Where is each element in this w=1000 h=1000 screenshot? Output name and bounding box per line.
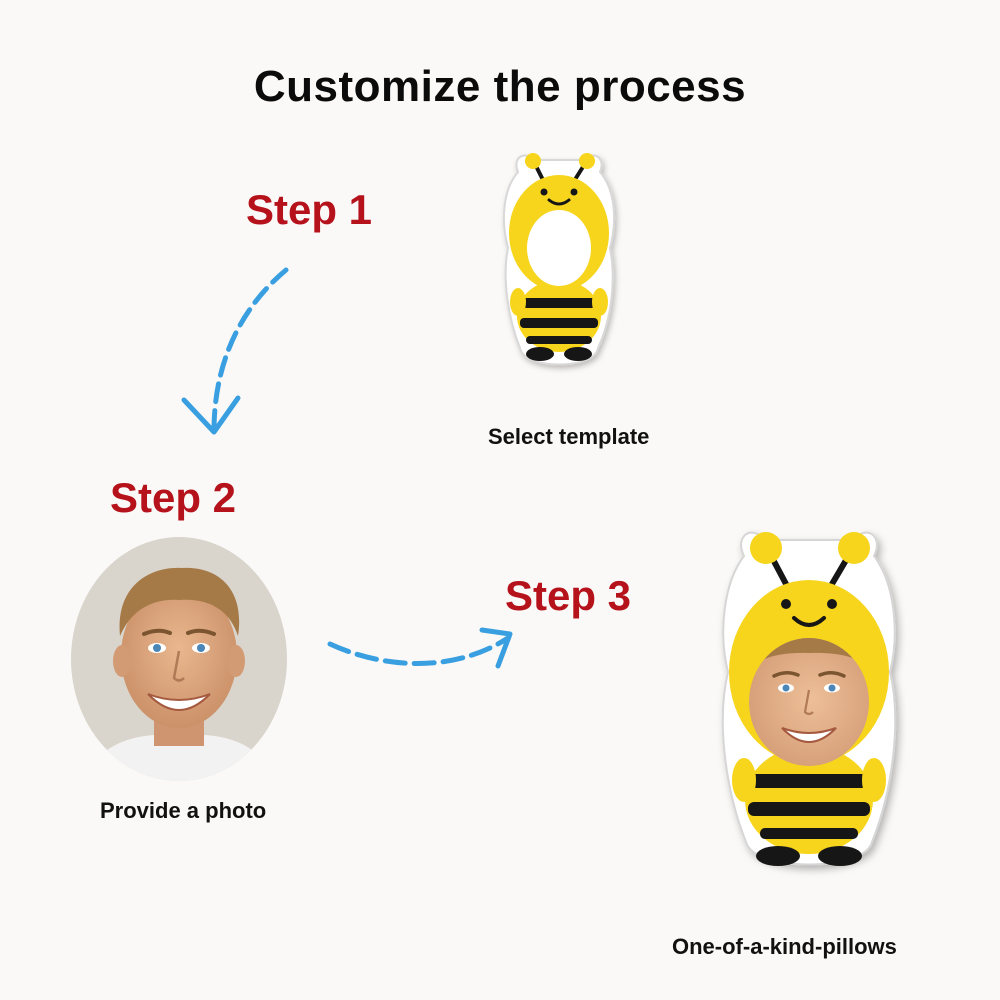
bee-template-pillow-icon	[494, 148, 624, 378]
select-template-caption: Select template	[488, 424, 650, 449]
portrait-photo	[70, 536, 288, 782]
provide-photo-caption: Provide a photo	[100, 798, 267, 823]
step-2-label: Step 2	[110, 474, 237, 521]
step-3-label: Step 3	[505, 572, 632, 619]
one-of-a-kind-pillows-caption: One-of-a-kind-pillows	[672, 934, 897, 959]
page-title: Customize the process	[253, 62, 747, 111]
step-1-label: Step 1	[246, 186, 373, 233]
curved-dashed-arrow-down-icon	[170, 260, 310, 450]
bee-finished-pillow-icon	[712, 522, 906, 884]
curved-dashed-arrow-right-icon	[322, 618, 522, 688]
